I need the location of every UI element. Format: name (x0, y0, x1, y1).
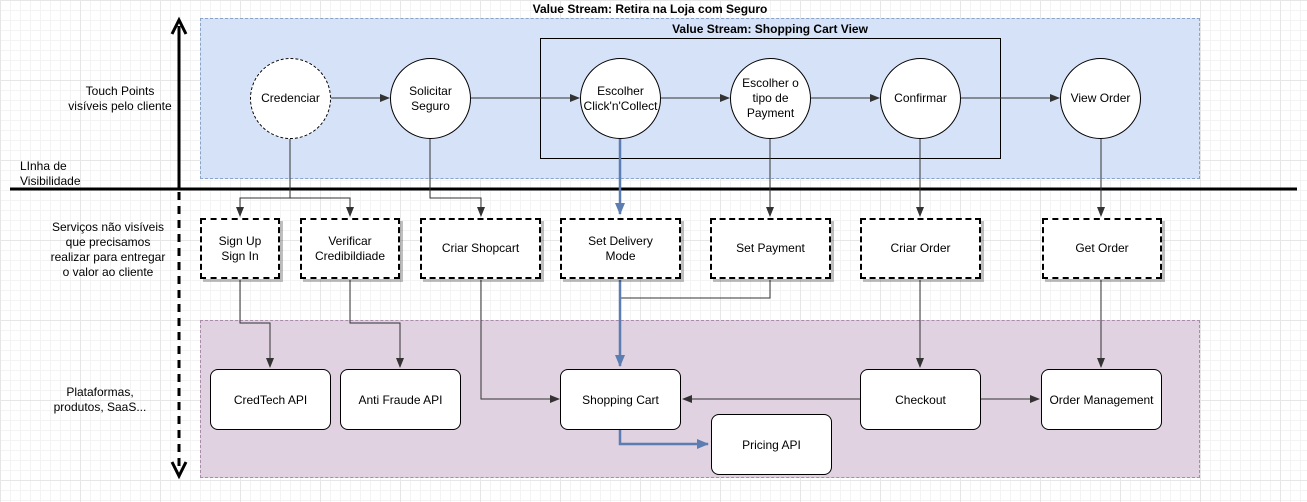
solicitar-seguro-touchpoint[interactable]: Solicitar Seguro (390, 58, 471, 139)
sign-up-service[interactable]: Sign Up Sign In (200, 218, 280, 279)
inner-stream-title: Value Stream: Shopping Cart View (672, 22, 868, 36)
set-payment-service[interactable]: Set Payment (710, 218, 831, 279)
outer-stream-title: Value Stream: Retira na Loja com Seguro (532, 2, 768, 16)
set-delivery-mode-service[interactable]: Set Delivery Mode (560, 218, 681, 279)
visibility-line-label: LInha de Visibilidade (20, 159, 81, 188)
platforms-label: Plataformas, produtos, SaaS... (53, 385, 147, 414)
criar-order-service[interactable]: Criar Order (860, 218, 981, 279)
get-order-service[interactable]: Get Order (1042, 218, 1162, 279)
escolher-payment-touchpoint[interactable]: Escolher o tipo de Payment (730, 58, 811, 139)
escolher-click-n-collect-touchpoint[interactable]: Escolher Click'n'Collect (580, 58, 661, 139)
axis-down-arrowhead (170, 461, 188, 480)
shopping-cart-platform[interactable]: Shopping Cart (560, 369, 681, 430)
criar-shopcart-service[interactable]: Criar Shopcart (420, 218, 541, 279)
order-management-platform[interactable]: Order Management (1041, 369, 1162, 430)
pricing-api-platform[interactable]: Pricing API (711, 414, 832, 475)
verificar-credibilidade-service[interactable]: Verificar Credibildiade (300, 218, 400, 279)
checkout-platform[interactable]: Checkout (860, 369, 981, 430)
services-label: Serviços não visíveis que precisamos rea… (50, 220, 166, 279)
anti-fraude-api-platform[interactable]: Anti Fraude API (340, 369, 461, 430)
touch-points-label: Touch Points visíveis pelo cliente (68, 84, 172, 113)
credtech-api-platform[interactable]: CredTech API (210, 369, 331, 430)
credenciar-touchpoint[interactable]: Credenciar (250, 58, 331, 139)
confirmar-touchpoint[interactable]: Confirmar (880, 58, 961, 139)
axis-up-arrowhead (170, 16, 188, 35)
view-order-touchpoint[interactable]: View Order (1060, 58, 1141, 139)
